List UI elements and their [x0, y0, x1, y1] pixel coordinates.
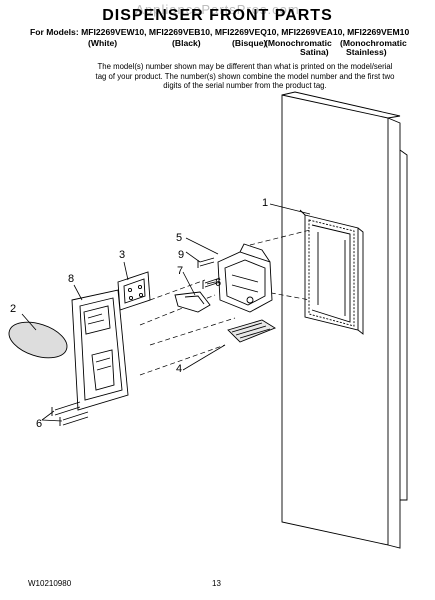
doc-number: W10210980	[28, 579, 72, 588]
models-prefix: For Models:	[30, 27, 79, 37]
page-number: 13	[212, 579, 221, 588]
model-note: The model(s) number shown may be differe…	[95, 62, 395, 90]
callout-5: 5	[176, 232, 182, 244]
actuator-paddle	[174, 291, 211, 313]
callout-7: 7	[177, 265, 183, 277]
model-color-white: (White)	[88, 38, 118, 48]
dispenser-housing	[217, 243, 273, 313]
front-bezel	[71, 289, 129, 411]
model-color-stainless: Stainless)	[346, 47, 387, 57]
callout-4: 4	[176, 363, 182, 375]
watermark: AppliancePartsPros.com	[135, 2, 300, 17]
model-color-bisque: (Bisque)	[232, 38, 267, 48]
model-color-mono-2: (Monochromatic	[340, 38, 407, 48]
callout-9: 9	[178, 249, 184, 261]
callout-3: 3	[119, 249, 125, 261]
bracket	[117, 271, 151, 311]
page-title: DISPENSER FRONT PARTS	[102, 7, 333, 24]
callout-2: 2	[10, 303, 16, 315]
model-list: For Models: MFI2269VEW10, MFI2269VEB10, …	[30, 27, 409, 37]
drip-tray	[227, 319, 276, 343]
callout-8: 8	[68, 273, 74, 285]
door-panel	[281, 91, 408, 549]
callout-6: 6	[215, 277, 221, 289]
model-color-satina: Satina)	[300, 47, 329, 57]
model-color-black: (Black)	[172, 38, 201, 48]
model-color-mono-1: (Monochromatic	[265, 38, 332, 48]
callout-6b: 6	[36, 418, 42, 430]
callout-1: 1	[262, 197, 268, 209]
models-numbers: MFI2269VEW10, MFI2269VEB10, MFI2269VEQ10…	[81, 27, 410, 37]
dispenser-pad	[8, 321, 68, 359]
